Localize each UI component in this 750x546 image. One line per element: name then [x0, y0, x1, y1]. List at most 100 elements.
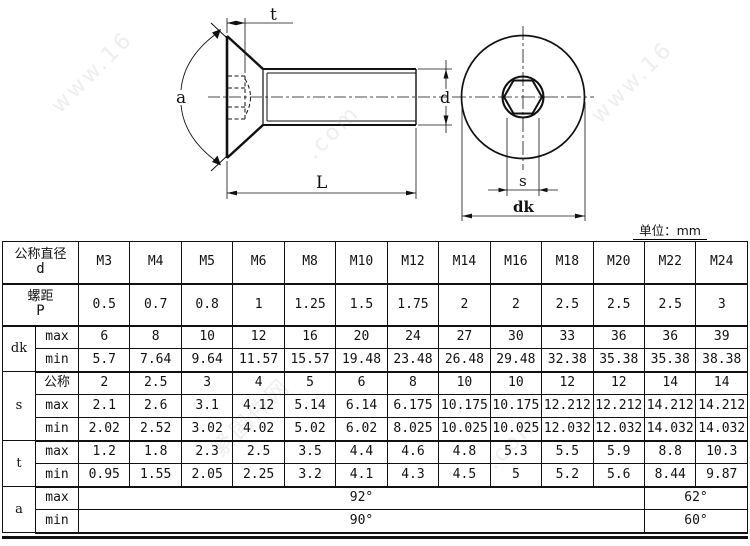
table-cell: 2.6: [129, 394, 182, 418]
table-cell: 12.212: [541, 394, 594, 418]
table-cell: 3.2: [283, 463, 337, 488]
pitch-cell: 2: [489, 283, 543, 327]
s-max-label: max: [34, 394, 80, 418]
table-cell: 36: [592, 325, 646, 349]
pitch-cell: 3: [695, 283, 748, 327]
group-label-a: a: [2, 486, 36, 533]
table-cell: 4: [232, 371, 285, 395]
pitch-cell: 0.5: [78, 283, 131, 327]
table-cell: 2.02: [78, 417, 131, 442]
screw-side-view: [180, 18, 452, 199]
table-cell: 35.38: [592, 348, 646, 373]
table-cell: 1.55: [129, 463, 182, 488]
group-label-s: s: [2, 371, 36, 441]
table-cell: 4.12: [232, 394, 285, 418]
table-cell: 14: [643, 371, 697, 395]
table-cell-span: 92°: [78, 486, 645, 510]
size-cell: M12: [386, 241, 440, 285]
size-cell: M22: [643, 241, 697, 285]
table-cell: 2.3: [180, 440, 234, 464]
table-cell: 10.175: [438, 394, 491, 418]
table-cell: 3: [180, 371, 234, 395]
table-cell: 5.02: [283, 417, 337, 442]
size-cell: M10: [335, 241, 388, 285]
dk-min-label: min: [34, 348, 80, 373]
hex-socket: [502, 79, 544, 115]
size-cell: M6: [232, 241, 285, 285]
s-min-label: min: [34, 417, 80, 442]
table-cell: 14.212: [643, 394, 697, 418]
table-cell: 4.1: [335, 463, 388, 488]
table-cell: 12: [232, 325, 285, 349]
dimension-arrows: [212, 20, 585, 219]
size-cell: M5: [180, 241, 234, 285]
table-cell: 10: [438, 371, 491, 395]
table-cell: 8.8: [643, 440, 697, 464]
pitch-cell: 2: [438, 283, 491, 327]
dk-max-label: max: [34, 325, 80, 349]
group-label-t: t: [2, 440, 36, 487]
pitch-cell: 2.5: [592, 283, 646, 327]
table-cell: 27: [438, 325, 491, 349]
size-cell: M3: [78, 241, 131, 285]
table-cell: 14: [695, 371, 748, 395]
table-cell: 2.5: [232, 440, 285, 464]
table-cell: 6: [335, 371, 388, 395]
table-cell: 10: [489, 371, 543, 395]
table-cell: 1.8: [129, 440, 182, 464]
table-cell: 4.8: [438, 440, 491, 464]
table-cell: 5.3: [489, 440, 543, 464]
table-cell: 5.6: [592, 463, 646, 488]
unit-label: 单位：mm: [633, 220, 707, 240]
table-cell: 3.1: [180, 394, 234, 418]
table-cell: 2.52: [129, 417, 182, 442]
table-cell: 11.57: [232, 348, 285, 373]
label-s: s: [519, 172, 527, 190]
table-cell: 4.5: [438, 463, 491, 488]
table-cell: 26.48: [438, 348, 491, 373]
table-cell: 10.175: [489, 394, 543, 418]
size-cell: M20: [592, 241, 646, 285]
table-cell: 38.38: [695, 348, 748, 373]
table-cell: 12.032: [541, 417, 594, 442]
table-cell: 14.032: [643, 417, 697, 442]
technical-drawing: t a L d s dk: [176, 5, 594, 221]
table-cell: 12.032: [592, 417, 646, 442]
table-cell: 20: [335, 325, 388, 349]
label-dk: dk: [513, 198, 534, 216]
table-cell: 29.48: [489, 348, 543, 373]
table-cell: 5.2: [541, 463, 594, 488]
table-cell: 19.48: [335, 348, 388, 373]
size-cell: M24: [695, 241, 748, 285]
table-cell: 15.57: [283, 348, 337, 373]
label-a: a: [176, 88, 186, 108]
table-cell: 6.14: [335, 394, 388, 418]
table-cell: 12.212: [592, 394, 646, 418]
group-label-dk: dk: [2, 325, 36, 372]
table-cell: 5.7: [78, 348, 131, 373]
size-cell: M16: [489, 241, 543, 285]
label-t: t: [270, 5, 277, 25]
table-cell: 2.5: [129, 371, 182, 395]
hidden-socket-lines: [228, 75, 251, 120]
size-cell: M8: [283, 241, 337, 285]
table-cell: 7.64: [129, 348, 182, 373]
pitch-cell: 0.7: [129, 283, 182, 327]
s-公称-label: 公称: [34, 371, 80, 395]
table-cell: 16: [283, 325, 337, 349]
table-cell: 2.1: [78, 394, 131, 418]
table-cell: 10.025: [438, 417, 491, 442]
table-cell: 30: [489, 325, 543, 349]
table-cell: 3.5: [283, 440, 337, 464]
table-cell: 2.05: [180, 463, 234, 488]
pitch-cell: 1.75: [386, 283, 440, 327]
table-cell: 6.02: [335, 417, 388, 442]
table-cell-span: 62°: [644, 486, 748, 510]
pitch-cell: 1: [232, 283, 285, 327]
table-cell: 14.212: [695, 394, 748, 418]
table-cell: 10.3: [695, 440, 748, 464]
bottom-rule: [2, 536, 748, 539]
